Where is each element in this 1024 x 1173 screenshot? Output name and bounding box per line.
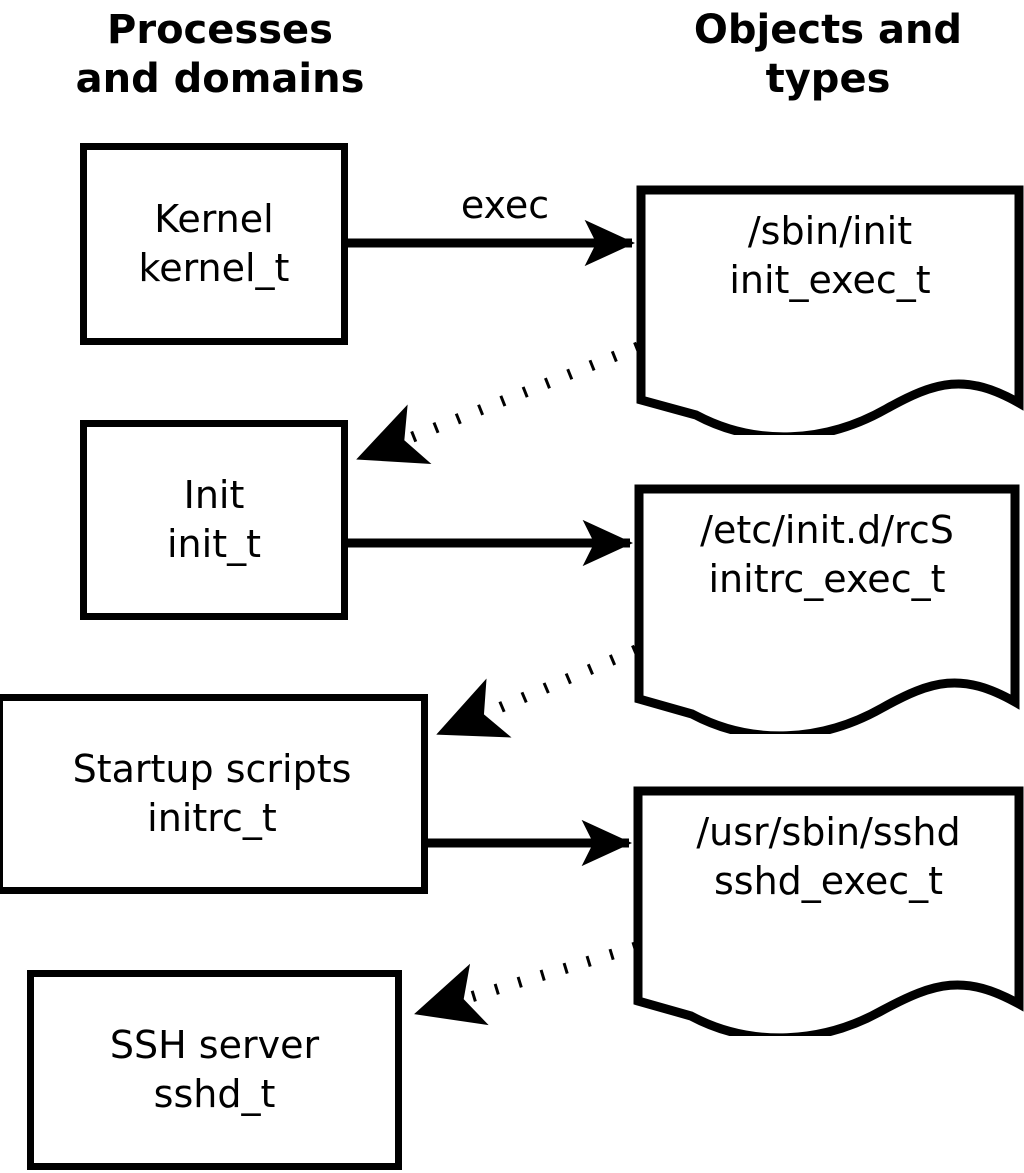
process-box-type: sshd_t [153,1072,276,1116]
process-box-init[interactable]: Init init_t [80,420,348,620]
process-box-kernel[interactable]: Kernel kernel_t [80,143,348,345]
process-box-name: Init [183,473,245,518]
column-header-processes: Processes and domains [75,7,365,102]
process-box-sshd[interactable]: SSH server sshd_t [27,970,402,1170]
column-header-objects: Objects and types [693,7,963,102]
edge-initexec-to-init [356,341,641,464]
object-doc-init-exec[interactable]: /sbin/init init_exec_t [636,185,1024,435]
edge-initrcexec-to-initrc [436,644,639,739]
process-box-name: Startup scripts [72,747,352,792]
object-doc-sshd-exec[interactable]: /usr/sbin/sshd sshd_exec_t [633,786,1024,1036]
process-box-name: Kernel [154,197,274,242]
process-box-type: initrc_t [147,796,277,840]
process-box-type: init_t [167,522,261,566]
edge-label-exec: exec [460,183,550,227]
edge-sshdexec-to-sshd [414,941,638,1026]
process-box-type: kernel_t [138,246,290,290]
process-box-initrc[interactable]: Startup scripts initrc_t [0,694,428,894]
process-box-name: SSH server [109,1023,320,1068]
object-doc-initrc-exec[interactable]: /etc/init.d/rcS initrc_exec_t [634,484,1020,734]
